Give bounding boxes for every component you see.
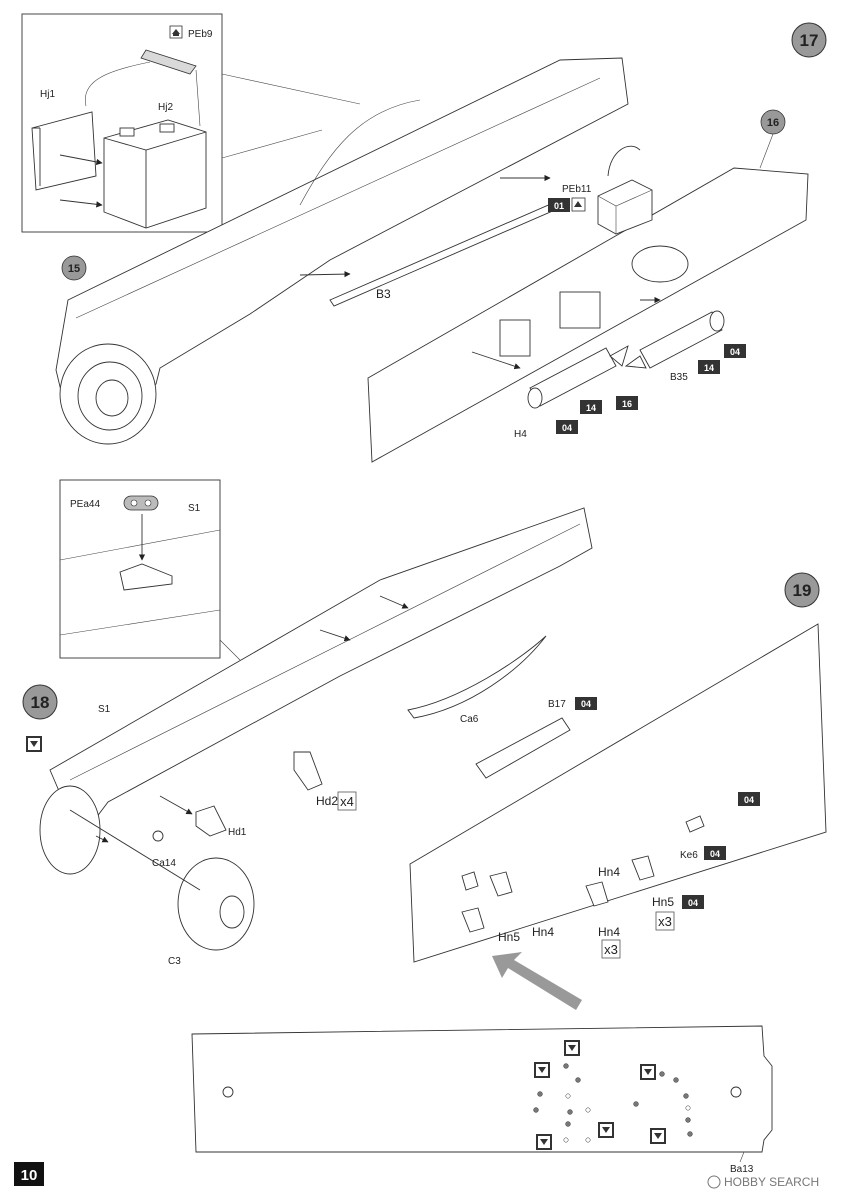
drill-hole-icon [564,1040,580,1056]
svg-text:04: 04 [744,795,754,805]
paint-04-f: 04 [682,895,704,909]
svg-text:17: 17 [800,31,819,50]
label-h4: H4 [514,429,527,440]
bend-up-icon [169,25,183,39]
paint-16: 16 [616,396,638,410]
drill-hole-icon [534,1062,550,1078]
svg-text:04: 04 [562,423,572,433]
label-peb9: PEb9 [188,29,213,40]
step-18-marker [22,684,58,720]
step-15-marker [61,255,87,281]
label-ba13: Ba13 [730,1164,754,1175]
drill-hole-icon [598,1122,614,1138]
part-battery [597,179,653,235]
label-hn4-c: Hn4 [598,925,620,939]
step-17-area: PEb9 Hj1 Hj2 15 [21,13,827,463]
svg-text:04: 04 [581,699,591,709]
svg-text:HOBBY SEARCH: HOBBY SEARCH [724,1175,819,1189]
bottom-plate-ba13: Ba13 [191,1025,773,1175]
part-ca14 [152,830,164,842]
paint-01: 01 [548,198,570,212]
svg-text:10: 10 [21,1167,38,1184]
label-hn5-a: Hn5 [498,930,520,944]
label-s1-detail: S1 [188,503,201,514]
watermark: HOBBY SEARCH [707,1175,819,1189]
label-ke6: Ke6 [680,850,698,861]
step-18-area: PEa44 S1 S1 Ca6 Hd2 x4 Hd1 Ca14 C3 [22,479,593,967]
svg-text:14: 14 [704,363,714,373]
label-b17: B17 [548,699,566,710]
label-hd1: Hd1 [228,827,247,838]
label-b35: B35 [670,372,688,383]
paint-04-a: 04 [556,420,578,434]
label-hn4-a: Hn4 [598,865,620,879]
step-19-area: B17 04 04 Ke6 04 Hn4 Hn5 04 x3 [409,572,827,1010]
paint-04-d: 04 [738,792,760,806]
paint-04-e: 04 [704,846,726,860]
paint-14-a: 14 [580,400,602,414]
part-hd2 [293,751,323,791]
part-hd1 [195,805,227,837]
part-ca6 [407,635,547,719]
label-b3: B3 [376,287,391,301]
label-hj1: Hj1 [40,89,55,100]
bend-up-icon [571,197,586,212]
label-ca14: Ca14 [152,858,176,869]
part-s1 [49,507,593,841]
part-ke6 [685,815,705,833]
step-17-marker [791,22,827,58]
label-ca6: Ca6 [460,714,479,725]
label-hj2: Hj2 [158,102,173,113]
part-c3 [177,857,255,951]
label-s1-main: S1 [98,704,111,715]
svg-text:x3: x3 [658,914,672,929]
drill-hole-icon [26,736,42,752]
idler-wheel [59,343,157,445]
svg-text:15: 15 [68,263,80,275]
pe-cover-plate [140,49,197,75]
label-hn4-b: Hn4 [532,925,554,939]
svg-text:04: 04 [730,347,740,357]
part-pea44 [123,495,159,511]
label-c3: C3 [168,956,181,967]
pe-detail-inset [59,479,221,659]
svg-text:19: 19 [793,581,812,600]
page-number-badge: 10 [14,1162,44,1186]
svg-text:18: 18 [31,693,50,712]
part-b35 [639,311,723,369]
drill-hole-icon [640,1064,656,1080]
svg-text:16: 16 [622,399,632,409]
label-hd2: Hd2 [316,794,338,808]
paint-04-b: 04 [724,344,746,358]
paint-14-b: 14 [698,360,720,374]
label-peb11: PEb11 [562,184,592,195]
svg-text:16: 16 [767,117,779,129]
drill-hole-icon [650,1128,666,1144]
label-pea44: PEa44 [70,499,100,510]
drill-hole-icon [536,1134,552,1150]
part-hj2 [103,119,207,229]
svg-text:x3: x3 [604,942,618,957]
part-b17 [475,717,571,779]
svg-text:04: 04 [710,849,720,859]
multiplier-hd2: x4 [337,791,357,811]
battery-detail-inset [21,13,223,233]
svg-text:01: 01 [554,201,564,211]
svg-text:14: 14 [586,403,596,413]
step-19-marker [784,572,820,608]
view-direction-arrow [492,952,582,1010]
svg-text:04: 04 [688,898,698,908]
label-hn5-b: Hn5 [652,895,674,909]
hull-plate-19 [409,623,827,963]
part-hj1 [31,111,97,191]
svg-text:x4: x4 [340,794,354,809]
multiplier-hn5: x3 [655,911,675,931]
multiplier-hn4: x3 [601,939,621,959]
paint-04-c: 04 [575,697,597,710]
